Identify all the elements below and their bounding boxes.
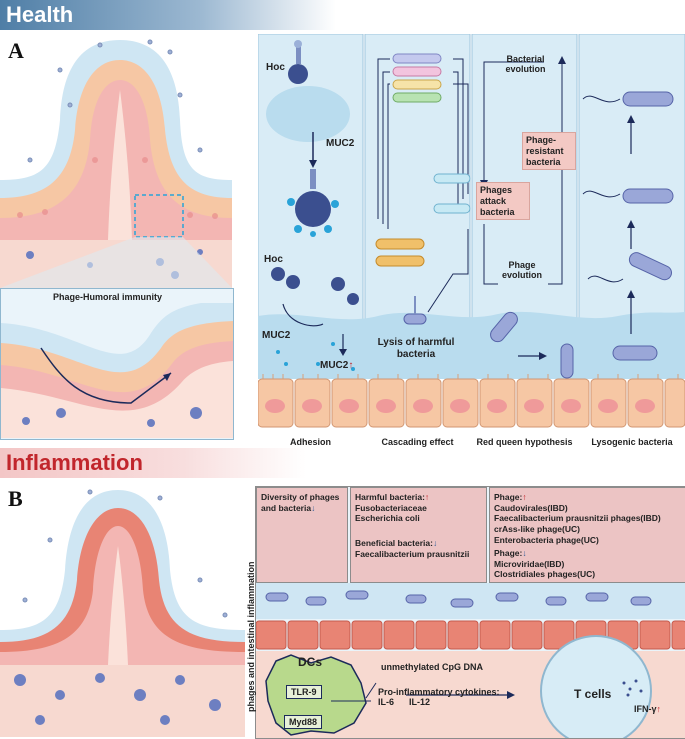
column-title-lysogenic: Lysogenic bacteria [591,437,673,447]
harmful-label: Harmful bacteria:↑ [355,492,430,502]
inflammation-title: Inflammation [6,450,143,475]
inset-title: Phage-Humoral immunity [53,292,163,302]
health-banner: Health [0,0,336,30]
lysis-label: Lysis of harmful bacteria [377,337,455,360]
diversity-line1: Diversity of phages [261,492,340,502]
phage-down-item-2: Clostridiales phages(UC) [494,569,596,580]
cytokines-title: Pro-inflammatory cytokines: [378,687,500,697]
muc2-label-up: MUC2↑ [320,360,354,371]
column-title-cascading: Cascading effect [381,437,454,447]
bacterial-evolution-label: Bacterial evolution [505,54,546,75]
bacterium-icon [392,53,442,103]
phage-up-item-1: Caudovirales(IBD) [494,502,568,513]
phage-box: Phage:↑ Caudovirales(IBD) Faecalibacteri… [489,487,685,583]
mechanisms-panel: Hoc MUC2 Hoc MUC2 MUC2↑ Lysis of harmful… [258,34,685,447]
muc2-label-left: MUC2 [262,330,291,341]
vertical-label: phages and intestinal inflammation [246,561,256,712]
phages-attack-box: Phages attack bacteria [476,182,530,221]
ifn-label: IFN-γ↑ [634,704,661,714]
muc2-label-mid: MUC2 [326,138,355,149]
inflammation-banner: Inflammation [0,448,306,478]
humoral-immunity-inset: Phage-Humoral immunity [0,288,234,440]
diversity-box: Diversity of phages and bacteria↓ [256,487,348,583]
phage-up-item-2: Faecalibacterium prausnitzii phages(IBD) [494,513,661,524]
healthy-villus-illustration [0,39,232,290]
inflammation-panel: Diversity of phages and bacteria↓ Harmfu… [255,486,685,739]
diversity-line2: and bacteria↓ [261,502,316,513]
panel-letter-a: A [8,38,24,63]
phage-up-label: Phage:↑ [494,492,527,502]
cpg-label: unmethylated CpG DNA [381,662,484,672]
beneficial-label: Beneficial bacteria:↓ [355,537,438,548]
tlr9-box: TLR-9 [286,685,322,699]
phage-up-item-3: crAss-like phage(UC) [494,523,580,534]
phage-resistant-box: Phage-resistant bacteria [522,132,576,171]
panel-letter-b: B [8,486,23,511]
column-title-red-queen: Red queen hypothesis [476,437,573,447]
hoc-label-top: Hoc [266,62,285,73]
tcells-label: T cells [574,687,612,701]
bacteria-box: Harmful bacteria:↑ Fusobacteriaceae Esch… [350,487,487,583]
harmful-item-2: Escherichia coli [355,513,420,524]
phage-evolution-label: Phage evolution [502,260,542,281]
column-title-adhesion: Adhesion [289,437,331,447]
phage-up-item-4: Enterobacteria phage(UC) [494,534,599,545]
health-title: Health [6,2,74,27]
myd88-box: Myd88 [284,715,323,729]
hoc-label-bottom: Hoc [264,254,283,265]
phage-down-item-1: Microviridae(IBD) [494,558,565,569]
inflamed-villus-illustration [0,489,245,737]
beneficial-item-1: Faecalibacterium prausnitzii [355,548,470,559]
phage-icon [288,40,308,84]
phage-down-label: Phage:↓ [494,548,527,559]
harmful-item-1: Fusobacteriaceae [355,502,427,513]
cytokines-list: IL-6 IL-12 [378,697,431,707]
dcs-label: DCs [298,655,323,669]
